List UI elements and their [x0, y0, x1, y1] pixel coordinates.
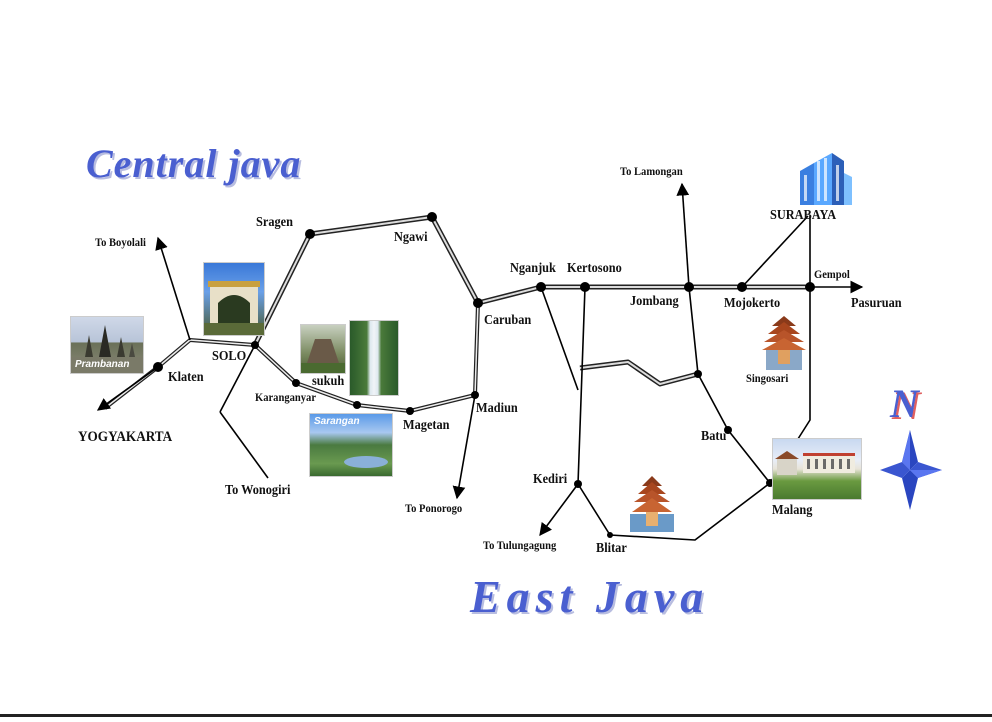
malang-photo: [772, 438, 862, 500]
label-to-boyolali: To Boyolali: [95, 235, 146, 249]
building-icon: [800, 153, 852, 205]
label-pasuruan: Pasuruan: [851, 296, 902, 311]
temple-silhouette-icon: [71, 325, 143, 373]
label-caruban: Caruban: [484, 313, 532, 328]
label-madiun: Madiun: [476, 401, 518, 416]
prambanan-caption: Prambanan: [75, 359, 130, 370]
lake-icon: [344, 456, 388, 468]
label-to-tulungagung: To Tulungagung: [483, 538, 557, 552]
waterfall-photo: [349, 320, 399, 396]
label-karanganyar: Karanganyar: [255, 390, 317, 404]
government-building-icon: [775, 451, 855, 475]
label-kertosono: Kertosono: [567, 261, 622, 276]
sarangan-photo: Sarangan: [309, 413, 393, 477]
label-batu: Batu: [701, 429, 727, 444]
label-nganjuk: Nganjuk: [510, 261, 556, 276]
singosari-temple-icon: [762, 316, 806, 370]
city-markers: [153, 212, 815, 538]
label-blitar: Blitar: [596, 541, 627, 556]
sukuh-temple-photo: [300, 324, 346, 374]
label-sukuh: sukuh: [312, 374, 345, 389]
label-to-ponorogo: To Ponorogo: [405, 501, 463, 515]
central-java-title: Central java: [86, 141, 302, 186]
label-ngawi: Ngawi: [394, 230, 428, 245]
prambanan-photo: Prambanan: [70, 316, 144, 374]
gate-icon: [204, 281, 264, 335]
solo-gate-photo: [203, 262, 265, 336]
label-to-lamongan: To Lamongan: [620, 164, 683, 178]
blitar-temple-icon: [630, 476, 674, 532]
label-gempol: Gempol: [814, 267, 850, 281]
label-to-wonogiri: To Wonogiri: [225, 483, 291, 498]
label-klaten: Klaten: [168, 370, 204, 385]
compass-north-label: N: [890, 381, 919, 426]
compass-star-icon: [880, 430, 942, 510]
stone-temple-icon: [301, 339, 345, 373]
label-kediri: Kediri: [533, 472, 568, 487]
sarangan-caption: Sarangan: [314, 416, 360, 427]
label-mojokerto: Mojokerto: [724, 296, 781, 311]
label-surabaya: SURABAYA: [770, 208, 837, 223]
label-solo: SOLO: [212, 349, 247, 364]
label-singosari: Singosari: [746, 371, 789, 385]
label-malang: Malang: [772, 503, 813, 518]
label-magetan: Magetan: [403, 418, 450, 433]
bottom-border: [0, 714, 992, 717]
east-java-title: East Java: [470, 571, 710, 622]
label-yogyakarta: YOGYAKARTA: [78, 429, 173, 445]
label-jombang: Jombang: [630, 294, 679, 309]
label-sragen: Sragen: [256, 215, 293, 230]
